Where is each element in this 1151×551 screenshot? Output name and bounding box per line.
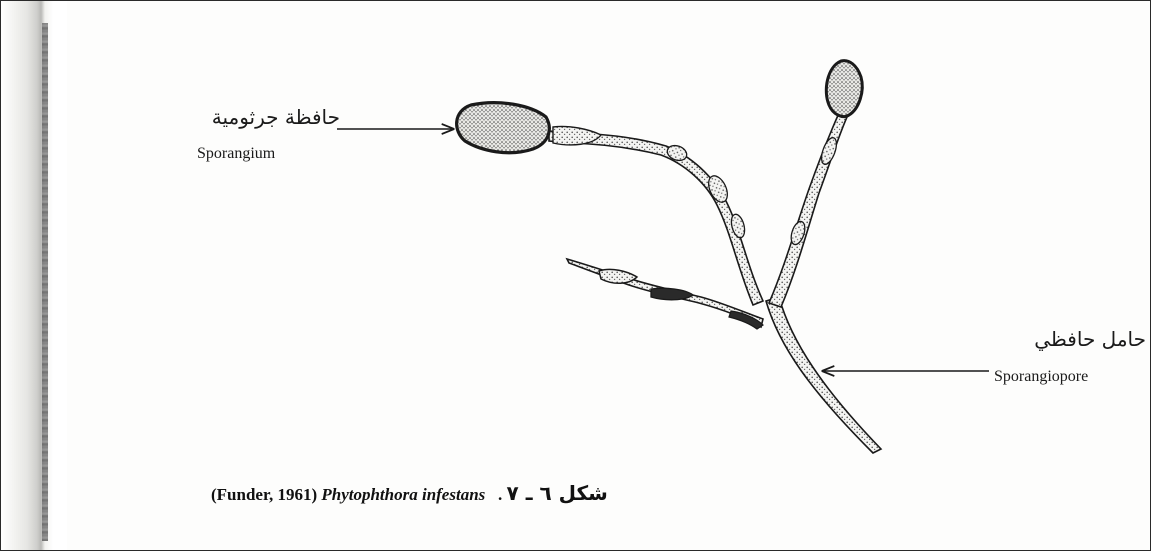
sporangium-label-english: Sporangium: [197, 145, 275, 163]
upper-sporangium: [826, 61, 862, 117]
sporangiophore-label-arabic: حامل حافظي: [1034, 327, 1146, 351]
caption-citation: (Funder, 1961): [211, 485, 317, 504]
caption-separator: .: [498, 485, 502, 504]
figure-caption: (Funder, 1961) Phytophthora infestans . …: [211, 481, 608, 505]
sporangiophore-label-english: Sporangiopore: [994, 368, 1088, 386]
branch-swelling: [599, 269, 637, 283]
branch-swelling: [819, 136, 840, 166]
branch-swelling: [651, 288, 693, 300]
sporangium-label-arabic: حافظة جرثومية: [212, 105, 340, 129]
main-stalk: [766, 297, 881, 453]
caption-figure-number: شكل ٦ ـ ٧: [507, 481, 608, 505]
sporangium: [457, 103, 550, 153]
caption-species: Phytophthora infestans: [321, 485, 485, 504]
left-branch: [549, 131, 763, 305]
